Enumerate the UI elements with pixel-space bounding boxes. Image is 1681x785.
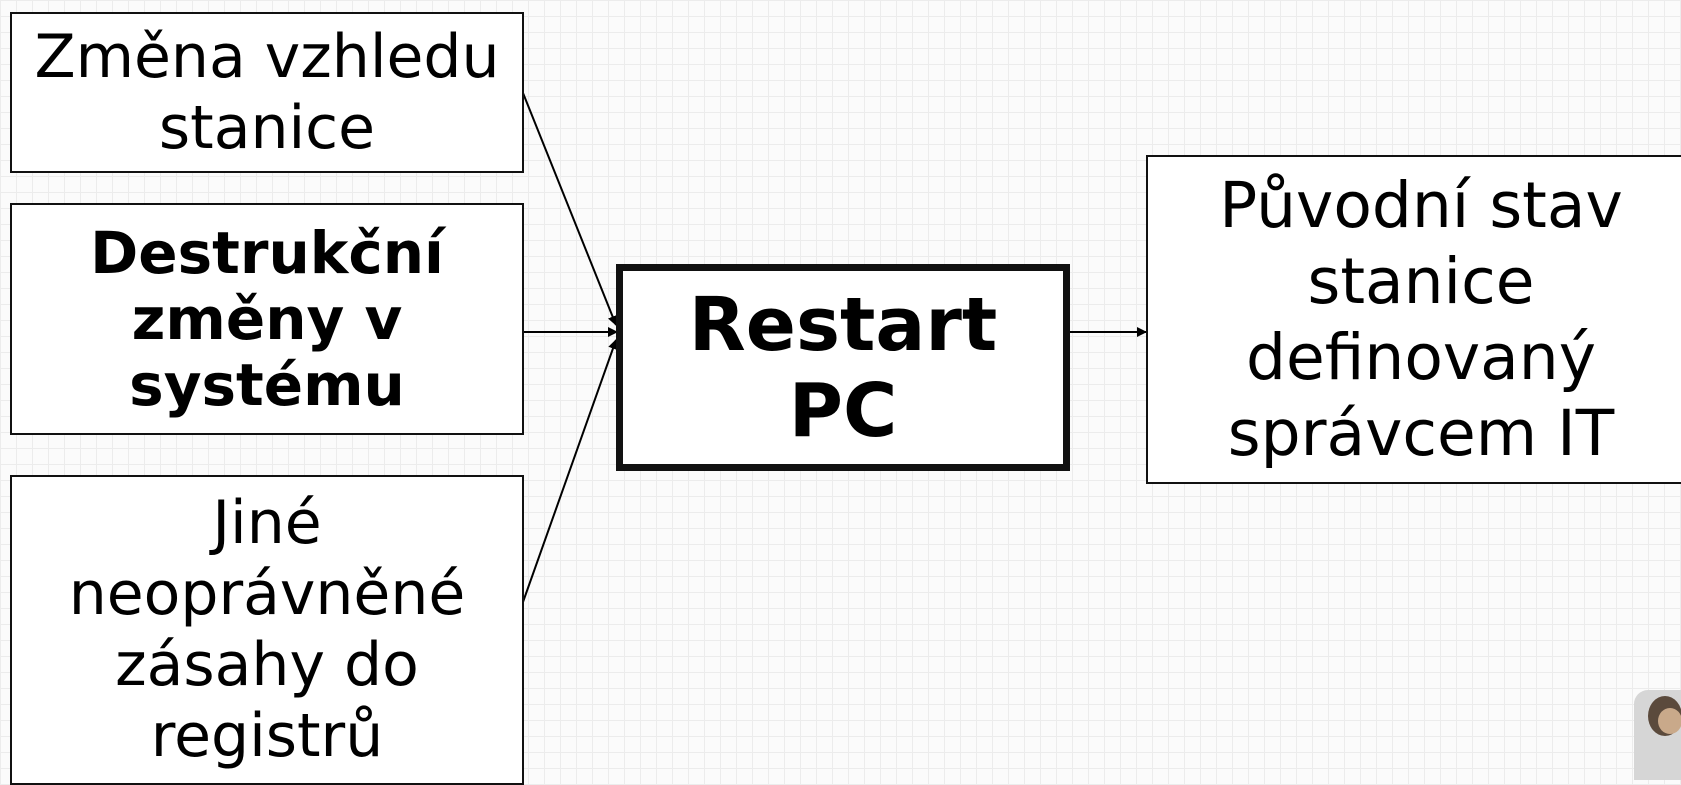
box-registry-interventions: Jiné neoprávněné zásahy do registrů bbox=[10, 475, 524, 785]
arrow-appearance-to-restart bbox=[522, 92, 618, 326]
box-original-state: Původní stav stanice definovaný správcem… bbox=[1146, 155, 1681, 484]
box-destructive-changes: Destrukční změny v systému bbox=[10, 203, 524, 435]
box-restart-pc-label: Restart PC bbox=[688, 281, 998, 454]
box-appearance-change-label: Změna vzhledu stanice bbox=[34, 21, 500, 163]
arrow-registry-to-restart bbox=[522, 339, 618, 603]
presenter-avatar bbox=[1634, 690, 1681, 780]
box-destructive-changes-label: Destrukční změny v systému bbox=[90, 219, 444, 419]
box-original-state-label: Původní stav stanice definovaný správcem… bbox=[1219, 168, 1623, 470]
box-restart-pc: Restart PC bbox=[616, 264, 1070, 471]
box-registry-interventions-label: Jiné neoprávněné zásahy do registrů bbox=[68, 488, 466, 771]
box-appearance-change: Změna vzhledu stanice bbox=[10, 12, 524, 173]
